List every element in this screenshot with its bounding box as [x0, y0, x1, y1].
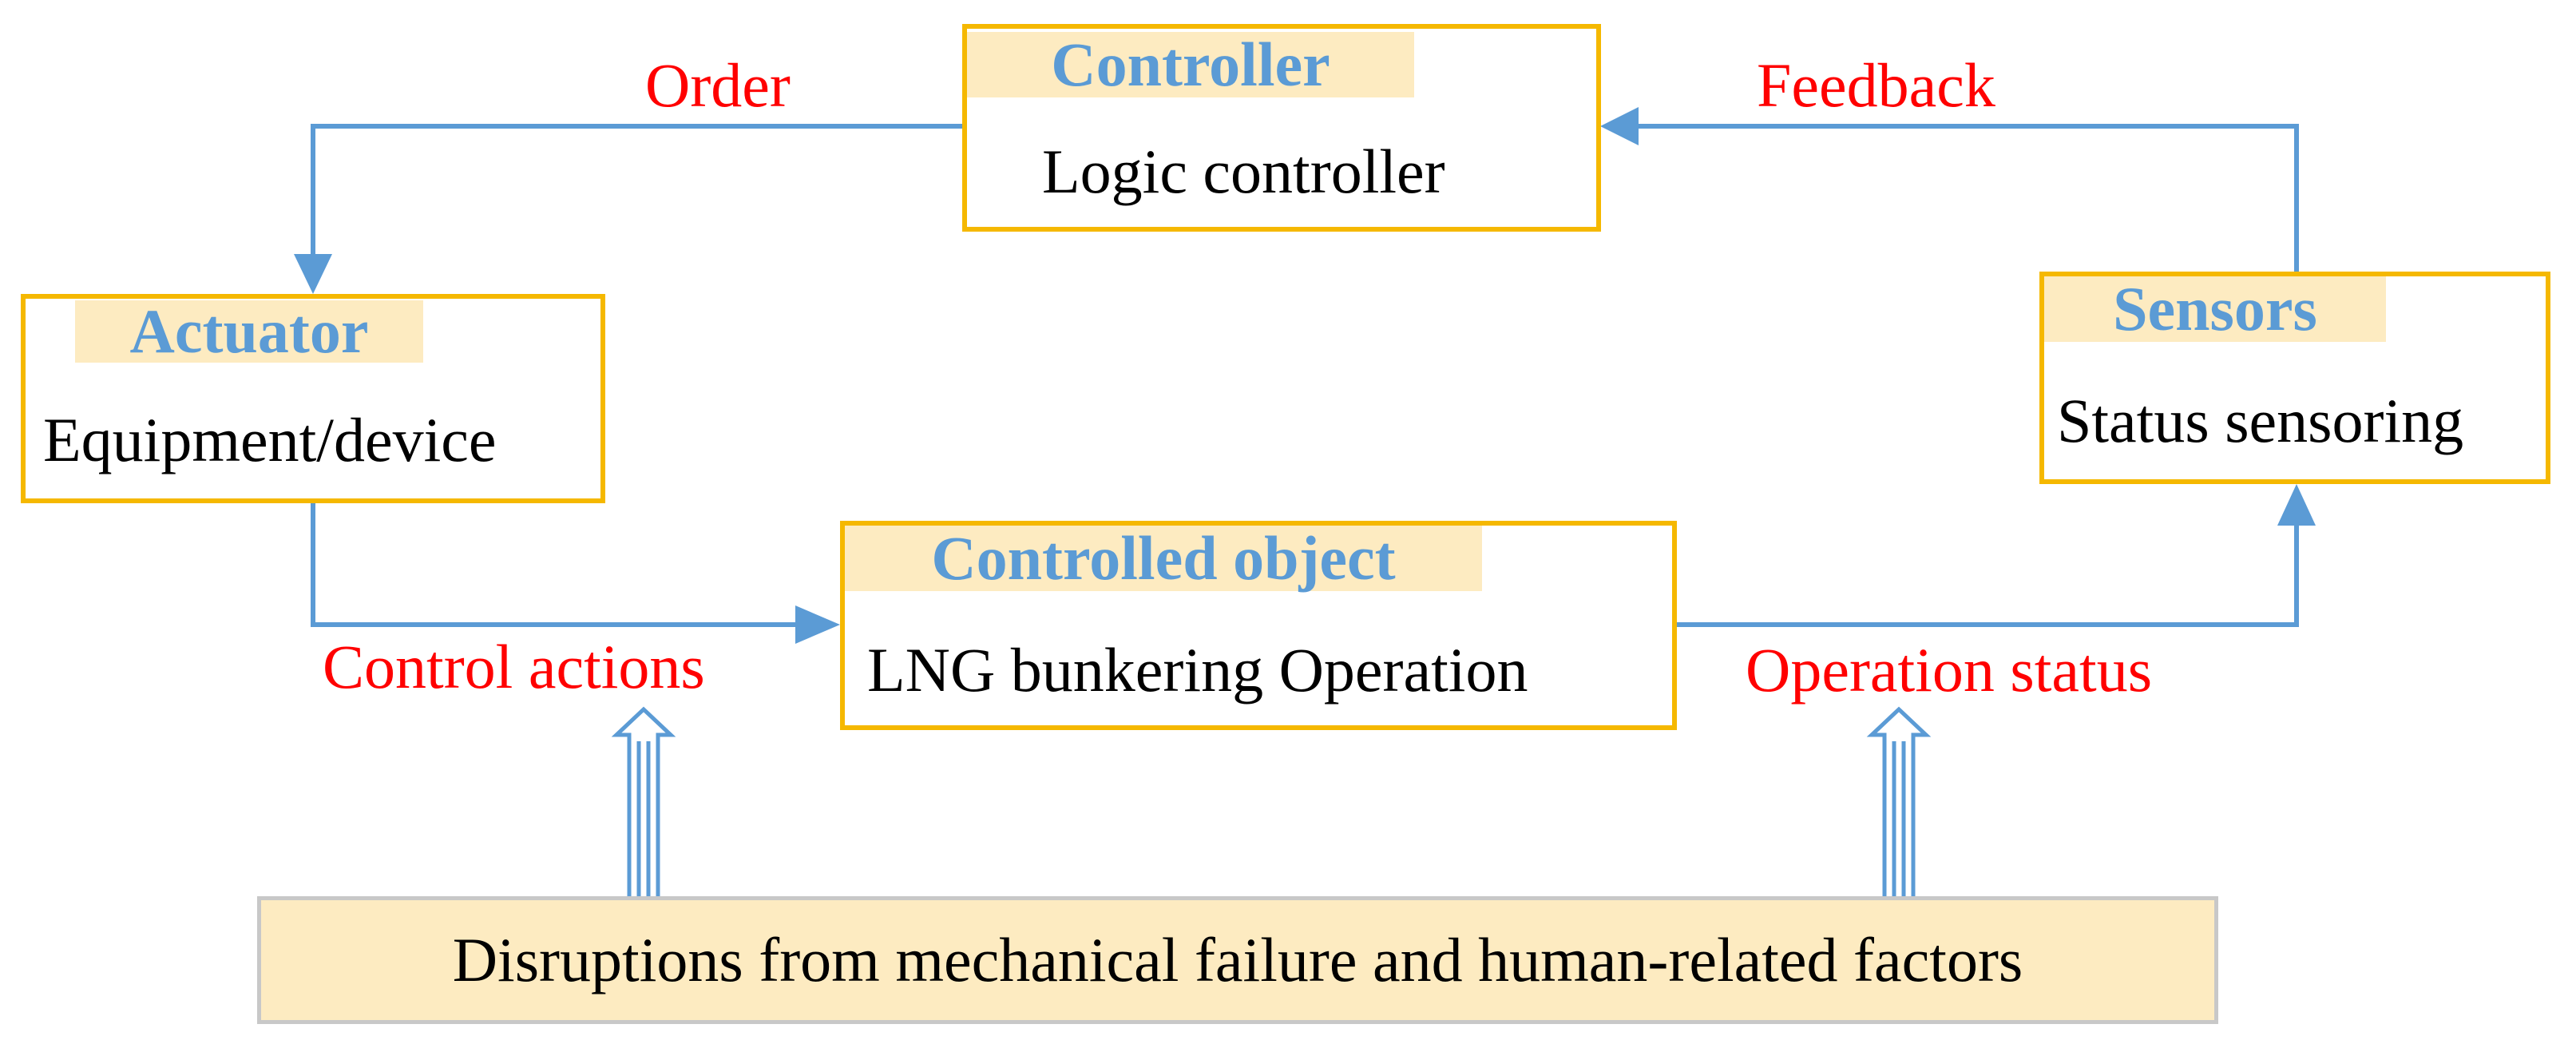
controlled-object-text: LNG bunkering Operation [867, 635, 1528, 705]
disruption-arrow-left [611, 706, 676, 896]
control-actions-label: Control actions [323, 632, 705, 701]
disruptions-box: Disruptions from mechanical failure and … [257, 896, 2218, 1024]
sensors-text: Status sensoring [2057, 386, 2464, 455]
sensors-title: Sensors [2044, 276, 2386, 342]
feedback-arrowhead [1600, 107, 1639, 145]
controller-title: Controller [967, 32, 1414, 97]
disruption-arrow-right [1866, 706, 1932, 896]
control-actions-connector [311, 503, 806, 627]
order-arrowhead [294, 254, 332, 294]
operation-status-arrowhead [2277, 484, 2316, 526]
controller-text: Logic controller [1042, 137, 1445, 206]
actuator-text: Equipment/device [43, 405, 497, 474]
actuator-title: Actuator [75, 300, 423, 363]
feedback-label: Feedback [1757, 50, 1995, 120]
order-label: Order [645, 50, 791, 120]
control-actions-arrowhead [795, 605, 840, 644]
order-connector [311, 124, 962, 264]
operation-status-label: Operation status [1746, 635, 2153, 705]
feedback-connector [1629, 124, 2299, 272]
controlled-object-title: Controlled object [845, 526, 1482, 591]
operation-status-connector [1677, 518, 2299, 627]
